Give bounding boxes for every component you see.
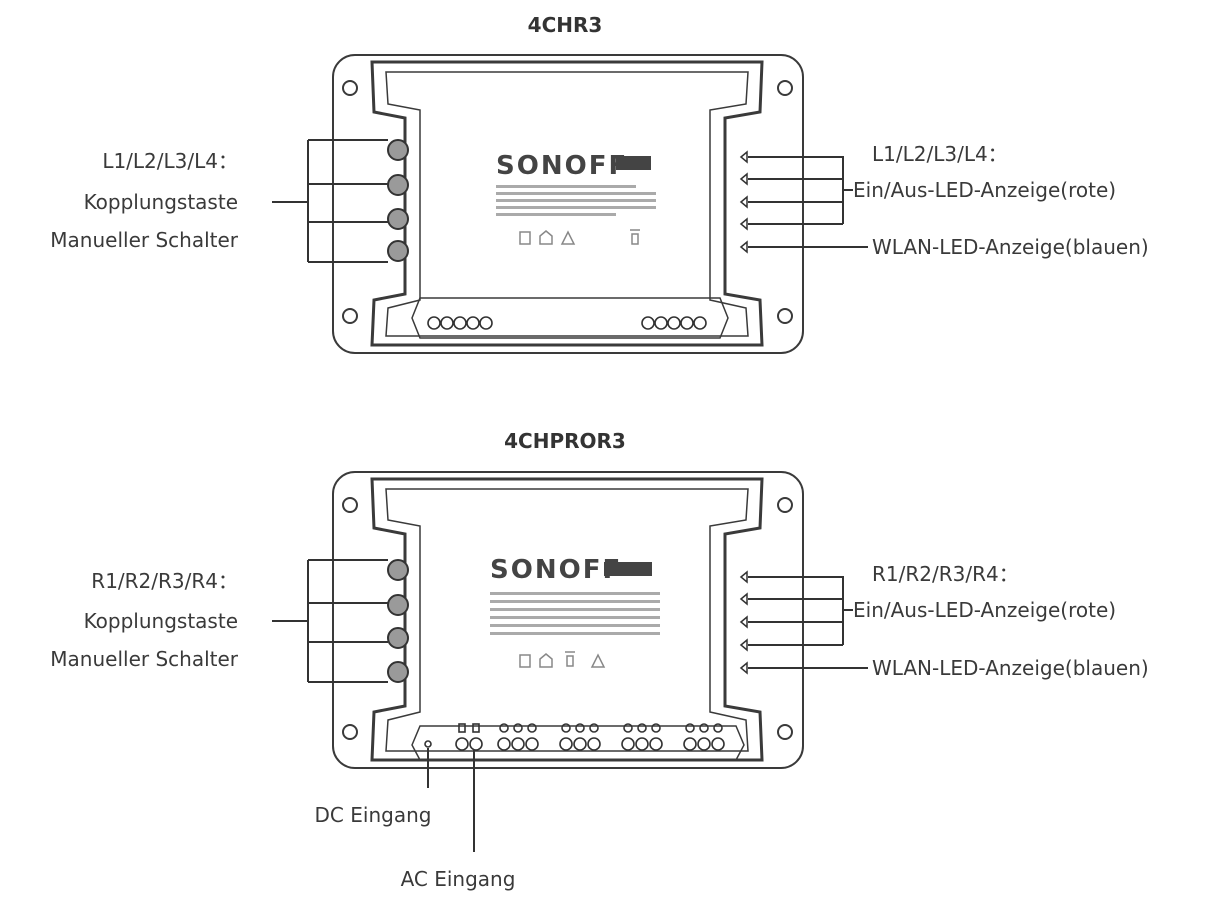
device2-body [332,471,804,769]
device1-leds [739,150,748,254]
device2-terminals [424,723,725,751]
device1-led-L1 [739,150,748,164]
ac-input-label: AC Eingang [401,867,516,891]
device2-button-R2 [387,594,409,616]
device2-led-R1 [739,570,748,584]
device1-button-L4 [387,240,409,262]
device2-right-label-line3: WLAN-LED-Anzeige(blauen) [872,656,1149,680]
dc-input-label: DC Eingang [315,803,432,827]
device2-label-plate: SONOFF [490,555,660,668]
device1-button-L2 [387,174,409,196]
device2-button-R4 [387,661,409,683]
device1-button-L1 [387,139,409,161]
device2-led-R3 [739,615,748,629]
device2-title: 4CHPROR3 [504,429,626,453]
device2-led-R4 [739,638,748,652]
device1-left-label-line1: L1/L2/L3/L4： [102,149,238,173]
device2-right-label-line1: R1/R2/R3/R4： [872,562,1019,586]
device2-callouts [272,559,868,852]
device2-button-R1 [387,559,409,581]
device2-led-R2 [739,592,748,606]
device2-left-label-line3: Manueller Schalter [50,647,238,671]
device1-brand: SONOFF [496,151,628,181]
device2-led-wifi [739,661,748,675]
device1-led-wifi [739,240,748,254]
device2-pairing-buttons [387,559,409,683]
device2-button-R3 [387,627,409,649]
device1-right-label-line2: Ein/Aus-LED-Anzeige(rote) [853,178,1116,202]
device2-brand: SONOFF [490,555,622,585]
device2-left-label-line2: Kopplungstaste [84,609,238,633]
device1-left-label-line3: Manueller Schalter [50,228,238,252]
device2-left-label-line1: R1/R2/R3/R4： [91,569,238,593]
device1-led-L3 [739,195,748,209]
device1-led-L2 [739,172,748,186]
device1-led-L4 [739,217,748,231]
device2-right-label-line2: Ein/Aus-LED-Anzeige(rote) [853,598,1116,622]
device1-terminals [427,316,707,330]
device2-leds [739,570,748,675]
device1-button-L3 [387,208,409,230]
device1-callouts [272,139,868,263]
device1-right-label-line3: WLAN-LED-Anzeige(blauen) [872,235,1149,259]
device1-body [332,54,804,354]
device1-left-label-line2: Kopplungstaste [84,190,238,214]
device1-title: 4CHR3 [528,13,603,37]
device1-right-label-line1: L1/L2/L3/L4： [872,142,1008,166]
device1-pairing-buttons [387,139,409,262]
device1-label-plate: SONOFF [496,151,656,245]
